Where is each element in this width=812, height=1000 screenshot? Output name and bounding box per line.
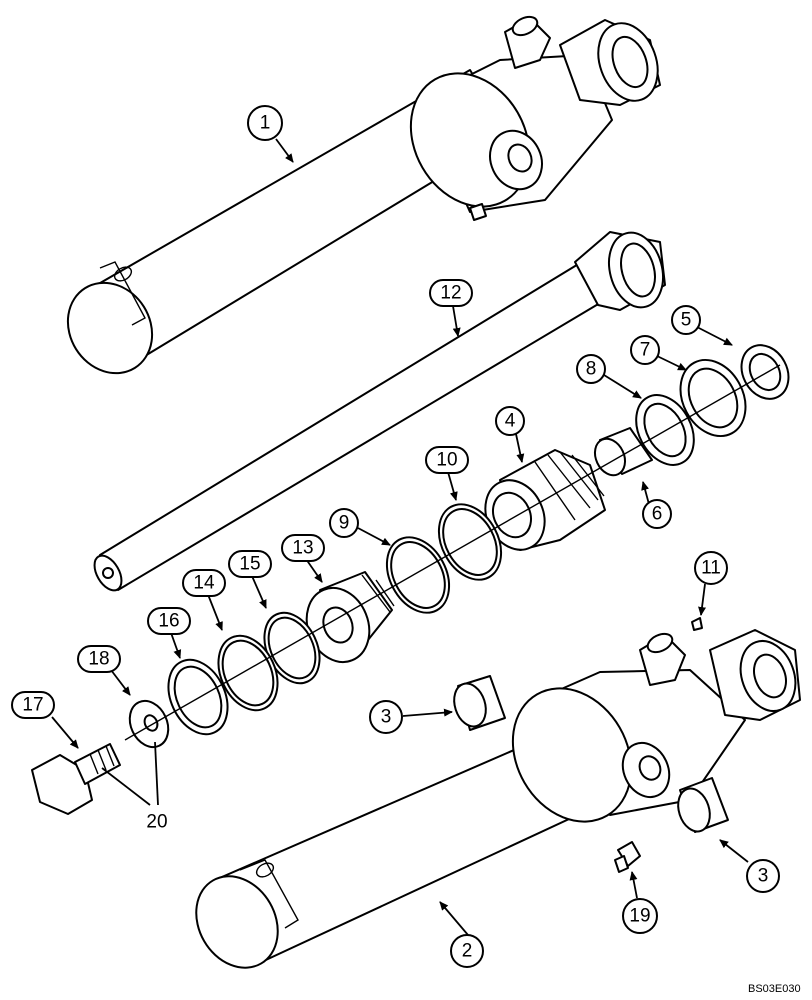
ring-14 [217,634,279,712]
seal-7 [679,358,747,438]
callout-8: 8 [576,354,606,384]
callout-14: 14 [182,569,226,597]
callout-17-label: 17 [22,695,43,716]
callout-2-label: 2 [462,941,473,962]
callout-13-label: 13 [292,538,313,559]
bushing-3-left [453,675,506,731]
callout-2: 2 [450,934,484,968]
callout-5-label: 5 [681,310,692,331]
callout-3-right-label: 3 [758,866,769,887]
callout-15: 15 [228,550,272,578]
callout-1-label: 1 [260,113,271,134]
callout-4-label: 4 [505,411,516,432]
callout-3-left-label: 3 [381,707,392,728]
piston-13 [305,571,395,663]
fitting-19 [614,841,641,873]
reference-code: BS03E030 [748,983,801,995]
callout-1: 1 [247,105,283,141]
ring-15 [263,611,321,685]
callout-7: 7 [630,335,660,365]
callout-14-label: 14 [193,573,215,594]
callout-18-label: 18 [88,649,109,670]
callout-11-label: 11 [701,558,721,579]
callout-16-label: 16 [158,611,179,632]
callout-8-label: 8 [586,359,597,380]
gland-4 [484,449,606,551]
bolt-17 [31,743,121,815]
callout-12-label: 12 [440,283,461,304]
callout-12: 12 [429,279,473,307]
callout-10-label: 10 [436,450,457,471]
cylinder-2 [195,629,801,969]
ring-16 [167,658,229,736]
rod-12 [93,231,666,592]
callout-19: 19 [622,898,658,934]
callout-11: 11 [694,551,728,585]
callout-16: 16 [147,607,191,635]
callout-9-label: 9 [339,513,350,534]
fitting-11 [691,617,703,631]
callout-15-label: 15 [239,554,260,575]
callout-20: 20 [146,812,167,833]
ring-9 [385,536,451,614]
callout-17: 17 [11,691,55,719]
callout-10: 10 [425,446,469,474]
bushing-3-right [677,777,729,833]
callout-4: 4 [495,406,525,436]
washer-18 [128,699,170,749]
callout-13: 13 [281,534,325,562]
callout-3-right: 3 [746,859,780,893]
cylinder-1 [66,15,661,375]
callout-3-left: 3 [369,700,403,734]
callout-9: 9 [329,508,359,538]
callout-18: 18 [77,645,121,673]
callout-20-label: 20 [146,812,167,833]
wiper-5 [740,344,790,400]
callout-5: 5 [671,305,701,335]
callout-6: 6 [642,499,672,529]
callout-19-label: 19 [629,906,650,927]
callout-7-label: 7 [640,340,651,361]
callout-6-label: 6 [652,504,663,525]
